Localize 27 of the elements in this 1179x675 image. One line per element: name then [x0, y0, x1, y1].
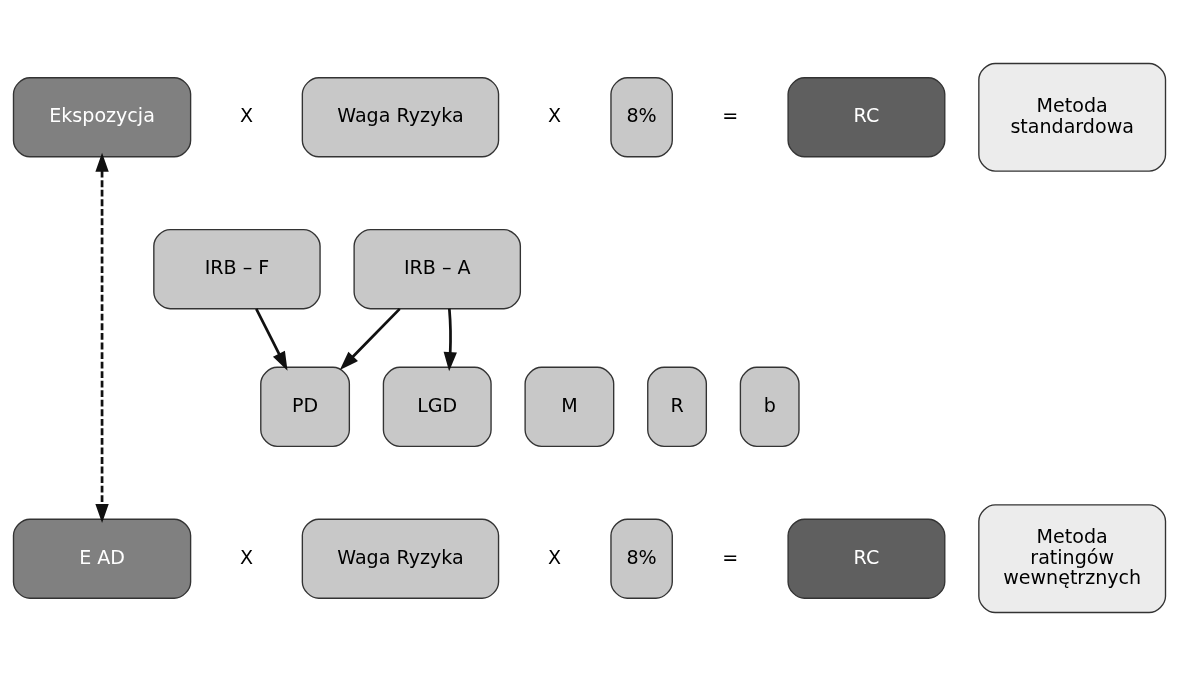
label: X	[239, 103, 254, 126]
node-box: IRB – F	[153, 228, 321, 309]
node-box: Waga Ryzyka	[301, 76, 500, 157]
node-box: PD	[260, 366, 351, 447]
label: X	[547, 545, 561, 568]
label: =	[722, 545, 739, 568]
node-box: b	[739, 366, 800, 447]
arrow	[255, 307, 288, 371]
node-box: LGD	[382, 366, 492, 447]
node-box: 8%	[610, 518, 673, 599]
label: =	[722, 103, 739, 126]
node-box: Metoda ratingów wewnętrznych	[978, 503, 1167, 613]
node-box: 8%	[610, 76, 673, 157]
label: X	[239, 545, 254, 568]
node-box: M	[524, 366, 615, 447]
node-box: RC	[787, 76, 946, 157]
arrow	[443, 308, 457, 371]
node-box: Metoda standardowa	[978, 62, 1167, 172]
node-box: RC	[787, 518, 946, 599]
node-box: R	[647, 366, 707, 447]
node-box: Waga Ryzyka	[301, 518, 500, 599]
arrow	[95, 152, 109, 523]
node-box: E AD	[12, 518, 192, 599]
node-box: Ekspozycja	[12, 76, 192, 157]
label: X	[547, 103, 561, 126]
arrow	[339, 307, 401, 370]
node-box: IRB – A	[353, 228, 522, 309]
